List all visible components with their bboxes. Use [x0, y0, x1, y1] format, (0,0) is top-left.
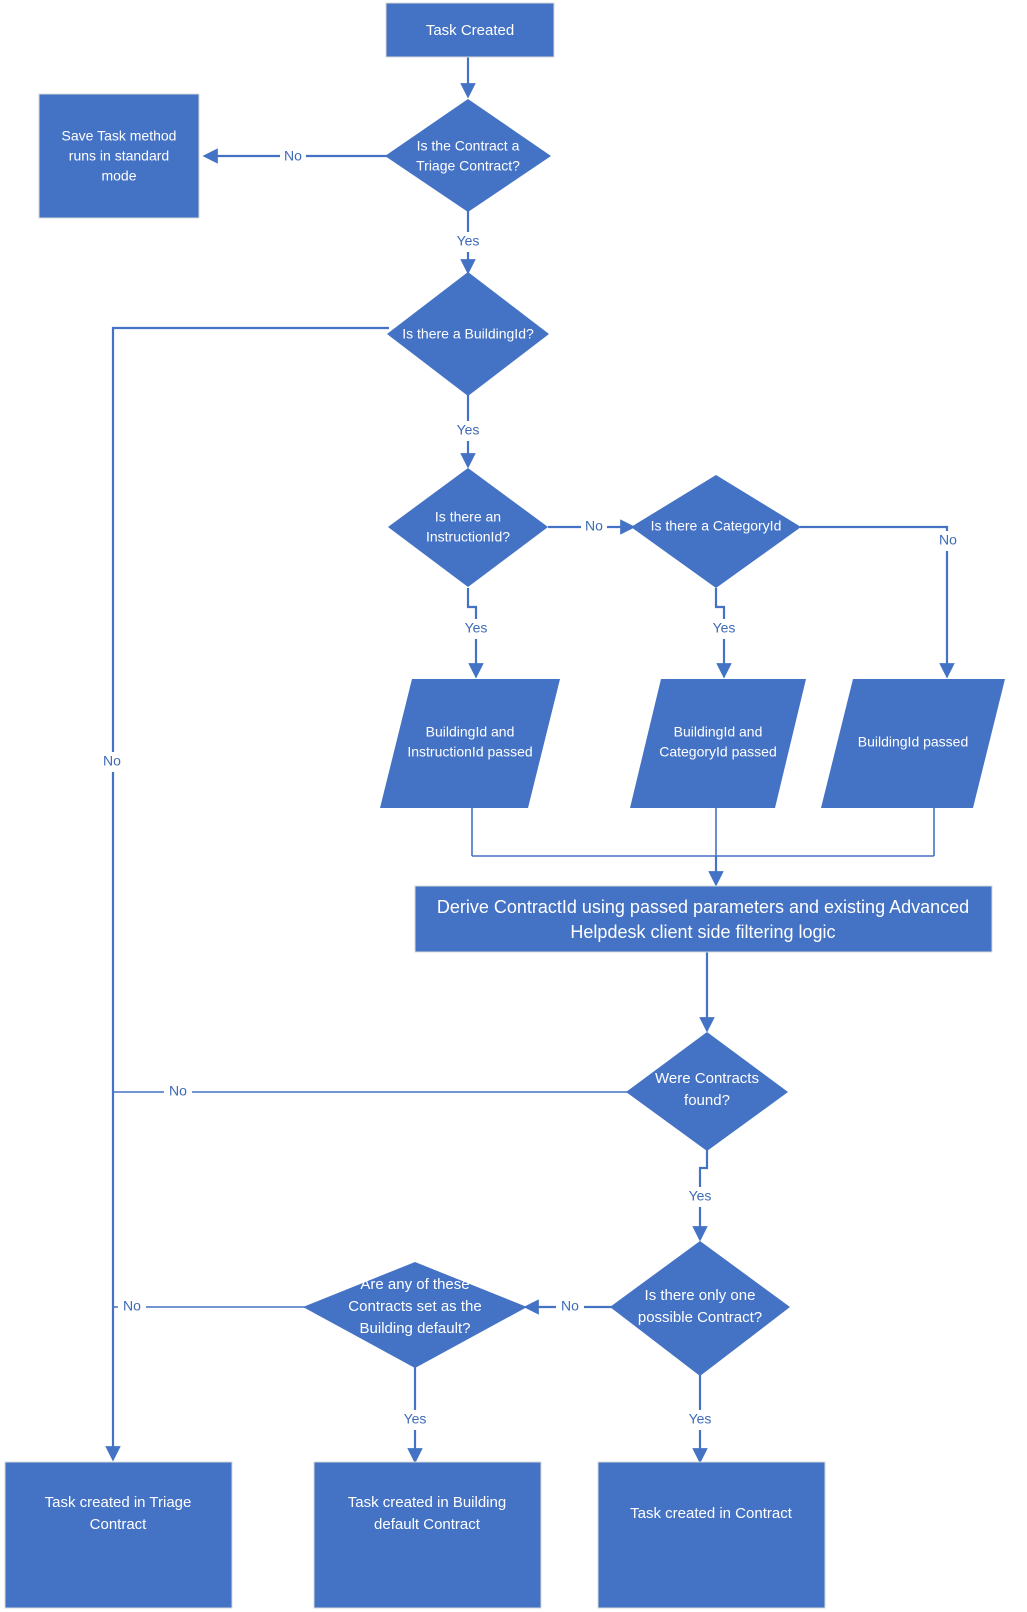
- node-task-in-contract[interactable]: Task created in Contract: [597, 1461, 826, 1609]
- node-is-triage-line2: Triage Contract?: [416, 158, 520, 174]
- node-derive-contractid[interactable]: Derive ContractId using passed parameter…: [414, 885, 993, 953]
- edge-label-found-yes-text: Yes: [689, 1188, 712, 1204]
- edge-label-default-no: No: [118, 1297, 146, 1317]
- edge-label-onlyone-no-text: No: [561, 1298, 579, 1314]
- node-is-buildingid-label: Is there a BuildingId?: [402, 326, 534, 342]
- edge-label-buildingid-no: No: [99, 752, 127, 772]
- edge-label-instructionid-yes-text: Yes: [465, 620, 488, 636]
- edge-label-instructionid-no: No: [581, 517, 607, 537]
- edge-label-triage-yes-text: Yes: [457, 233, 480, 249]
- node-only-one-line2: possible Contract?: [638, 1309, 762, 1326]
- edge-label-buildingid-no-text: No: [103, 753, 121, 769]
- edge-label-default-yes-text: Yes: [404, 1411, 427, 1427]
- node-building-category-line1: BuildingId and: [674, 724, 763, 740]
- node-save-task-line3: mode: [101, 168, 136, 184]
- node-building-default-line1: Are any of these: [360, 1276, 469, 1293]
- node-is-categoryid[interactable]: Is there a CategoryId: [631, 475, 801, 588]
- node-save-task-line2: runs in standard: [69, 148, 169, 164]
- node-task-created[interactable]: Task Created: [385, 2, 555, 58]
- node-building-instruction-line1: BuildingId and: [426, 724, 515, 740]
- node-building-category-line2: CategoryId passed: [659, 744, 777, 760]
- node-task-contract-label: Task created in Contract: [630, 1505, 793, 1522]
- node-building-default-line3: Building default?: [360, 1320, 471, 1337]
- node-only-one-contract[interactable]: Is there only one possible Contract?: [610, 1241, 790, 1376]
- node-building-passed[interactable]: BuildingId passed: [821, 679, 1005, 808]
- node-task-building-default-line2: default Contract: [374, 1516, 481, 1533]
- edge-label-categoryid-no: No: [934, 531, 962, 551]
- node-is-instructionid[interactable]: Is there an InstructionId?: [388, 468, 548, 587]
- edge-buildingid-no: [105, 326, 389, 1462]
- node-building-passed-label: BuildingId passed: [858, 734, 969, 750]
- node-building-instruction-line2: InstructionId passed: [407, 744, 532, 760]
- node-is-triage-line1: Is the Contract a: [417, 138, 520, 154]
- node-task-in-building-default[interactable]: Task created in Building default Contrac…: [313, 1461, 542, 1609]
- edge-label-triage-yes: Yes: [452, 232, 485, 252]
- edge-categoryid-yes: [714, 588, 732, 679]
- node-is-buildingid[interactable]: Is there a BuildingId?: [387, 272, 549, 396]
- edge-label-default-yes: Yes: [399, 1410, 432, 1430]
- edge-label-categoryid-yes: Yes: [708, 619, 741, 639]
- edge-label-onlyone-yes: Yes: [684, 1410, 717, 1430]
- node-task-created-label: Task Created: [426, 22, 514, 39]
- node-is-triage-contract[interactable]: Is the Contract a Triage Contract?: [385, 99, 551, 212]
- edge-label-default-no-text: No: [123, 1298, 141, 1314]
- node-building-category-passed[interactable]: BuildingId and CategoryId passed: [630, 679, 806, 808]
- node-were-found-line1: Were Contracts: [655, 1070, 759, 1087]
- node-save-task-standard[interactable]: Save Task method runs in standard mode: [38, 93, 200, 219]
- node-building-default-line2: Contracts set as the: [348, 1298, 481, 1315]
- node-task-triage-line2: Contract: [90, 1516, 148, 1533]
- edge-categoryid-no: [800, 525, 955, 679]
- edge-label-onlyone-yes-text: Yes: [689, 1411, 712, 1427]
- node-were-contracts-found[interactable]: Were Contracts found?: [626, 1032, 788, 1151]
- edge-label-buildingid-yes: Yes: [452, 421, 485, 441]
- edge-label-triage-no-text: No: [284, 148, 302, 164]
- edge-instructionid-yes: [466, 588, 484, 679]
- node-is-instructionid-line1: Is there an: [435, 509, 501, 525]
- node-is-instructionid-line2: InstructionId?: [426, 529, 510, 545]
- node-derive-line2: Helpdesk client side filtering logic: [570, 922, 835, 942]
- node-task-building-default-line1: Task created in Building: [348, 1494, 506, 1511]
- node-building-default[interactable]: Are any of these Contracts set as the Bu…: [303, 1262, 527, 1368]
- node-building-instruction-passed[interactable]: BuildingId and InstructionId passed: [380, 679, 560, 808]
- edge-label-instructionid-no-text: No: [585, 518, 603, 534]
- edge-label-found-no-text: No: [169, 1083, 187, 1099]
- node-is-categoryid-label: Is there a CategoryId: [651, 518, 782, 534]
- node-save-task-line1: Save Task method: [62, 128, 177, 144]
- edge-label-found-no: No: [164, 1082, 192, 1102]
- edge-label-categoryid-no-text: No: [939, 532, 957, 548]
- edge-label-instructionid-yes: Yes: [460, 619, 493, 639]
- node-derive-line1: Derive ContractId using passed parameter…: [437, 897, 969, 917]
- node-task-in-triage[interactable]: Task created in Triage Contract: [4, 1461, 233, 1609]
- edge-label-buildingid-yes-text: Yes: [457, 422, 480, 438]
- node-task-triage-line1: Task created in Triage: [45, 1494, 192, 1511]
- edge-label-found-yes: Yes: [684, 1187, 717, 1207]
- node-only-one-line1: Is there only one: [645, 1287, 756, 1304]
- node-were-found-line2: found?: [684, 1092, 730, 1109]
- edge-label-categoryid-yes-text: Yes: [713, 620, 736, 636]
- edge-label-triage-no: No: [280, 146, 306, 166]
- edge-label-onlyone-no: No: [556, 1297, 584, 1317]
